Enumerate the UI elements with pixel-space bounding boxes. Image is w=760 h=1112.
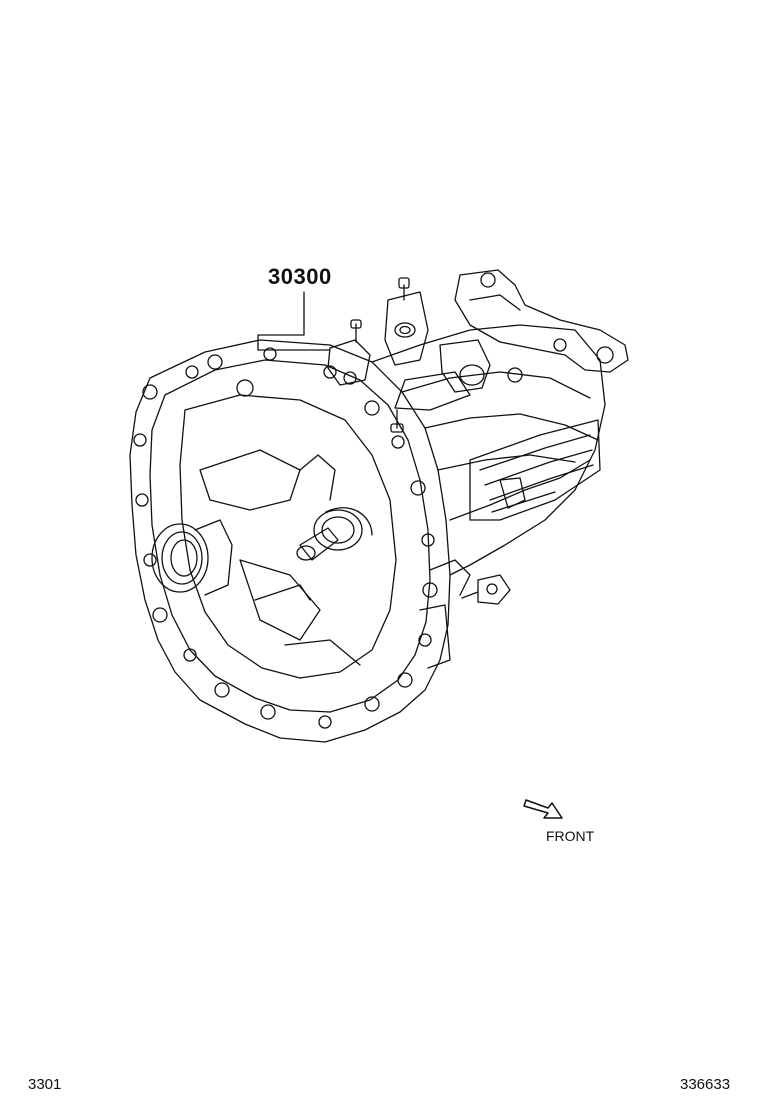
front-arrow-icon (523, 799, 563, 819)
flange-bolt-holes (133, 347, 438, 729)
part-number-label[interactable]: 30300 (268, 264, 332, 289)
figure-id: 336633 (680, 1076, 731, 1093)
differential-seal (151, 519, 233, 596)
shift-tower (327, 277, 523, 433)
front-direction-label: FRONT (546, 828, 595, 844)
speed-sensor (461, 477, 526, 605)
transmission-case (371, 324, 606, 576)
mount-bracket (454, 269, 629, 373)
illustration-code: 3301 (28, 1076, 62, 1093)
leader-line (257, 291, 331, 351)
input-shaft (296, 507, 373, 561)
clutch-housing-outline (129, 339, 451, 743)
